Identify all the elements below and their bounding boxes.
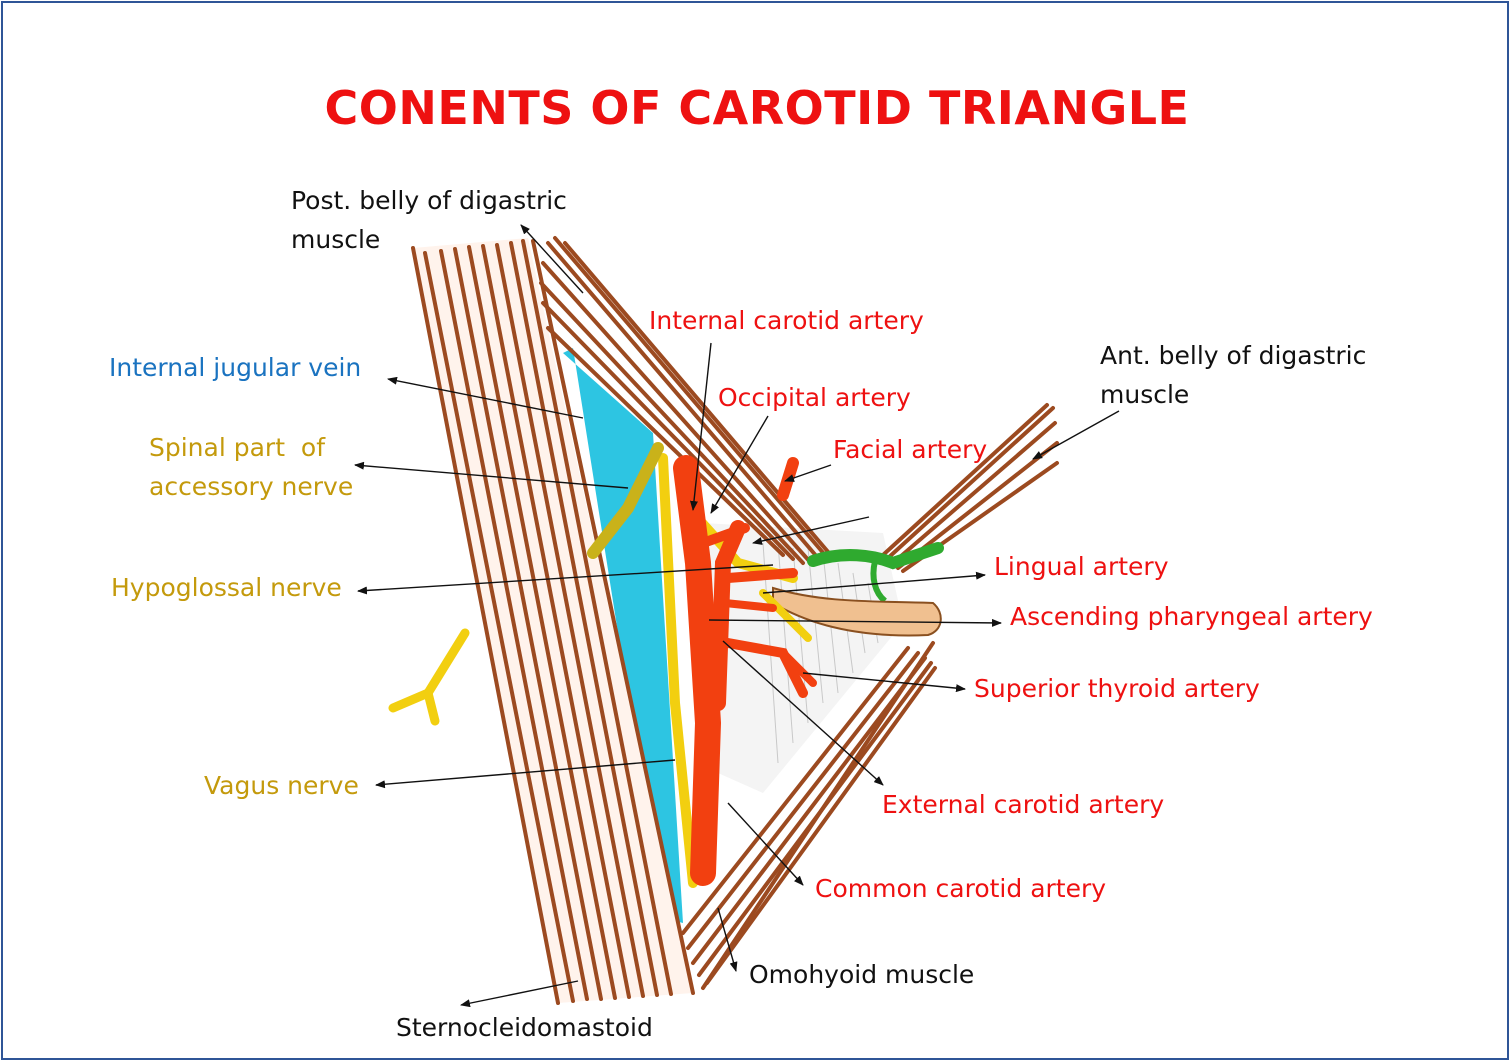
spinal-accessory-nerve [587, 442, 664, 559]
label-omohyoid-muscle: Omohyoid muscle [749, 960, 975, 989]
label-spinal-accessory-line1: Spinal part of [149, 433, 326, 462]
carotid-sheath-background [703, 523, 903, 793]
label-ascending-pharyngeal-artery: Ascending pharyngeal artery [1010, 602, 1373, 631]
label-post-belly-line1: Post. belly of digastric [291, 186, 567, 215]
label-ant-belly-line2: muscle [1100, 380, 1190, 409]
sternocleidomastoid-muscle [411, 238, 695, 1005]
label-facial-artery: Facial artery [833, 435, 988, 464]
label-spinal-accessory-line2: accessory nerve [149, 472, 354, 501]
posterior-belly-digastric [539, 236, 831, 565]
lingual-artery-vessel [723, 568, 798, 583]
label-lingual-artery: Lingual artery [994, 552, 1169, 581]
pointer-spinal-accessory [354, 461, 629, 489]
pointer-lingual [762, 571, 986, 594]
pointer-vagus [375, 759, 676, 789]
carotid-triangle-drawing [354, 224, 1120, 1008]
common-carotid-artery [673, 455, 722, 886]
pointer-facial-extra [752, 516, 870, 545]
omohyoid-muscle [681, 641, 937, 990]
label-occipital-artery: Occipital artery [718, 383, 911, 412]
label-internal-jugular-vein: Internal jugular vein [109, 353, 362, 382]
label-ant-belly-digastric: Ant. belly of digastric muscle [1100, 336, 1366, 414]
hypoglossal-branch [759, 589, 812, 642]
pointer-hypoglossal [357, 564, 774, 595]
label-post-belly-digastric: Post. belly of digastric muscle [291, 181, 567, 259]
label-vagus-nerve: Vagus nerve [204, 771, 359, 800]
nerve-branch-left [388, 628, 470, 726]
pointer-common-carotid [727, 802, 804, 886]
pointer-omohyoid [717, 907, 738, 972]
pointer-superior-thyroid [802, 672, 966, 693]
label-superior-thyroid-artery: Superior thyroid artery [974, 674, 1260, 703]
pointer-ant-belly [1032, 410, 1120, 460]
label-post-belly-line2: muscle [291, 225, 381, 254]
label-external-carotid-artery: External carotid artery [882, 790, 1165, 819]
pointer-ascending-pharyngeal [708, 618, 1002, 627]
diagram-title: CONENTS OF CAROTID TRIANGLE [324, 81, 1190, 135]
occipital-artery-vessel [698, 523, 750, 548]
pointer-occipital [710, 415, 769, 514]
label-ant-belly-line1: Ant. belly of digastric [1100, 341, 1367, 370]
vagus-nerve [658, 453, 698, 888]
pointer-external-carotid [722, 640, 884, 786]
pointer-internal-jugular [387, 376, 584, 419]
superior-thyroid-branch [779, 649, 817, 687]
ascending-pharyngeal-vessel [721, 599, 777, 612]
label-hypoglossal-nerve: Hypoglossal nerve [111, 573, 342, 602]
label-common-carotid-artery: Common carotid artery [815, 874, 1107, 903]
pointer-facial [784, 464, 832, 482]
label-spinal-accessory-nerve: Spinal part of accessory nerve [149, 428, 353, 506]
pointer-lines [354, 224, 1120, 1008]
label-sternocleidomastoid: Sternocleidomastoid [396, 1013, 653, 1042]
internal-jugular-vein [563, 348, 683, 923]
pointer-post-belly [520, 224, 584, 294]
digastric-intermediate-tendon [807, 542, 944, 570]
external-carotid-artery [710, 520, 746, 711]
hyoid-bone [772, 586, 942, 637]
pointer-internal-carotid [689, 342, 712, 511]
pointer-sternocleidomastoid [460, 980, 579, 1008]
label-internal-carotid-artery: Internal carotid artery [649, 306, 924, 335]
